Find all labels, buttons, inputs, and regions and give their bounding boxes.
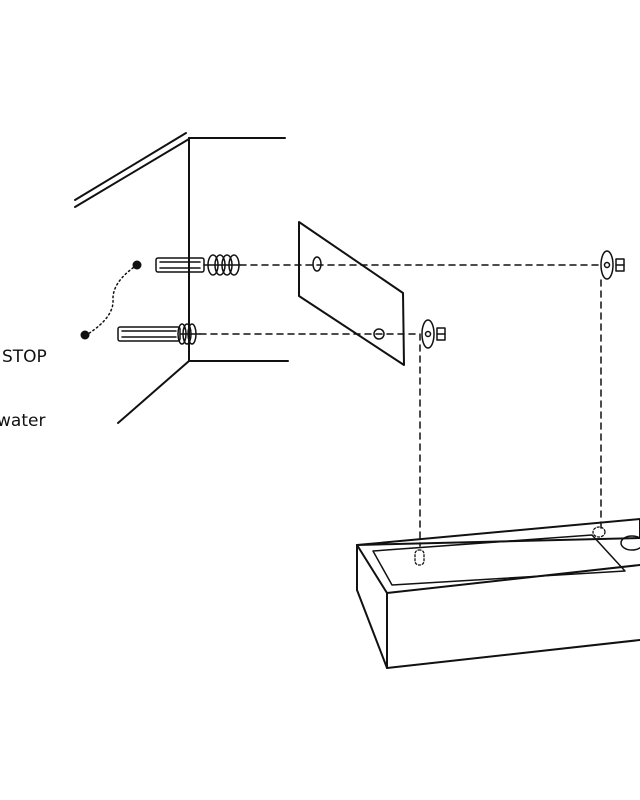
basin-bowl [372,534,626,586]
upper-wall-anchor [155,254,241,276]
wall-corner [74,132,289,424]
lower-washer-nut [421,319,446,349]
basin-mount-hole-right [592,526,606,538]
wall-marker-upper [132,260,142,270]
plate-slot-hole [312,256,322,272]
basin [356,518,640,669]
basin-mount-hole-left [414,549,425,566]
alignment-guides [199,264,602,547]
dotted-leader [87,264,138,335]
basin-tap-hole [620,535,640,551]
wall-marker-lower [80,330,90,340]
lower-wall-anchor [117,323,201,345]
water-label: water [0,411,46,431]
mounting-plate [298,221,405,366]
stop-label: STOP [2,347,47,367]
upper-washer-nut [600,250,625,280]
plate-round-hole [373,328,385,340]
